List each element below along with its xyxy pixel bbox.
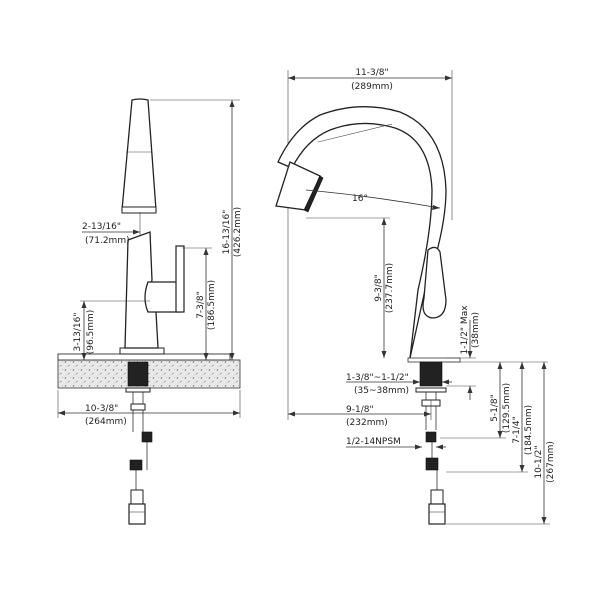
left-quick-connector (130, 489, 144, 505)
right-spray-face (303, 175, 324, 213)
dim-shank-2-mm: (184.5mm) (524, 405, 534, 455)
dim-left-spout-mm: (71.2mm) (85, 236, 130, 246)
dim-shank-3: 10-1/2" (534, 445, 544, 478)
dim-left-spout: 2-13/16" (82, 222, 121, 232)
dim-top-width: 11-3/8" (355, 68, 388, 78)
dim-left-handle: 7-3/8" (196, 291, 206, 319)
left-handle-hub (144, 281, 181, 313)
dim-shank-2: 7-1/4" (512, 416, 522, 444)
left-handle-lever (175, 245, 185, 313)
dim-hole-mm: (35~38mm) (354, 386, 409, 396)
dim-left-height: 16-13/16" (222, 210, 232, 255)
left-hose-nut-1 (141, 431, 153, 443)
dim-right-reach-mm: (232mm) (346, 418, 388, 428)
dim-angle: 16° (352, 194, 368, 204)
right-mount-nut (419, 361, 443, 387)
left-hose-nut-2 (129, 459, 143, 471)
dim-hole: 1-3/8"~1-1/2" (346, 373, 409, 383)
dim-deck-max-mm: (38mm) (471, 312, 481, 348)
left-hose-end (128, 503, 146, 525)
dim-spout-height: 9-3/8" (374, 274, 384, 302)
left-mount-nut (127, 361, 149, 387)
dim-left-reach-mm: (264mm) (85, 417, 127, 427)
right-hose-nut-1 (425, 431, 437, 443)
left-spray-face (121, 206, 157, 214)
dim-spout-height-mm: (237.7mm) (385, 263, 395, 313)
left-countertop (57, 359, 241, 389)
right-handle (422, 246, 447, 319)
right-hose-nut-2 (425, 457, 439, 471)
right-spray-head (275, 161, 321, 211)
dim-left-base-mm: (96.5mm) (86, 310, 96, 355)
dim-left-handle-mm: (186.5mm) (207, 280, 217, 330)
dim-shank-1: 5-1/8" (490, 394, 500, 422)
right-deck-plate (407, 357, 461, 363)
dim-left-reach: 10-3/8" (85, 404, 118, 414)
dim-left-base: 3-13/16" (73, 312, 83, 351)
dim-shank-3-mm: (267mm) (546, 441, 556, 483)
dim-deck-max: 1-1/2" Max (460, 305, 470, 355)
left-spray-head (121, 98, 157, 211)
dim-shank-1-mm: (129.5mm) (502, 383, 512, 433)
dim-top-width-mm: (289mm) (351, 82, 393, 92)
left-washer (125, 387, 151, 393)
left-base-ring (119, 347, 165, 355)
right-spout-arc (277, 106, 447, 359)
left-faucet-view: 16-13/16" (426.2mm) 2-13/16" (71.2mm) 7-… (57, 98, 243, 525)
dim-thread: 1/2-14NPSM (346, 437, 401, 447)
right-hose-end (428, 503, 446, 525)
right-faucet-view: 11-3/8" (289mm) 16° 9-3/8" (275, 68, 556, 525)
dim-left-height-mm: (426.2mm) (233, 207, 243, 257)
dim-right-reach: 9-1/8" (346, 405, 374, 415)
